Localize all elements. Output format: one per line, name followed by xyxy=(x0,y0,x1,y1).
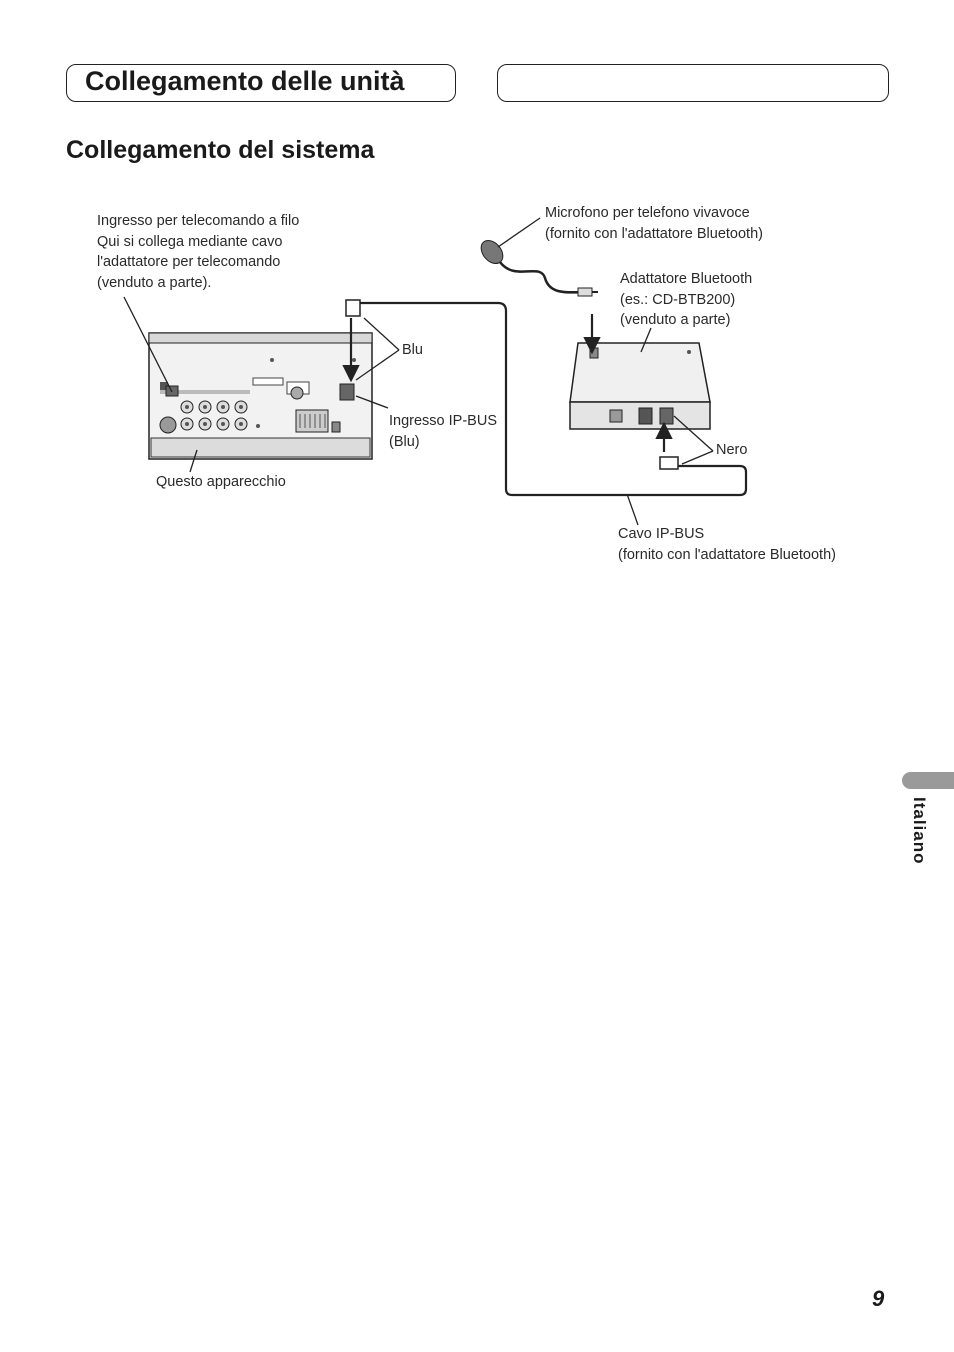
label-this-unit: Questo apparecchio xyxy=(156,474,286,490)
label-nero: Nero xyxy=(716,442,748,458)
microphone-illustration xyxy=(480,239,598,297)
label-microphone: Microfono per telefono vivavoce (fornito… xyxy=(545,205,763,242)
bluetooth-adapter-illustration xyxy=(569,342,711,430)
language-label: Italiano xyxy=(910,797,929,865)
label-ip-bus-input: Ingresso IP-BUS (Blu) xyxy=(389,413,497,450)
head-unit-illustration xyxy=(148,332,373,460)
language-tab xyxy=(902,772,954,789)
header-blank-box xyxy=(497,64,889,102)
label-remote-input: Ingresso per telecomando a filo Qui si c… xyxy=(97,213,300,291)
page-number: 9 xyxy=(872,1286,885,1311)
label-blu: Blu xyxy=(402,342,423,358)
chapter-title-box: Collegamento delle unità xyxy=(66,64,456,102)
label-ip-bus-cable: Cavo IP-BUS (fornito con l'adattatore Bl… xyxy=(618,526,836,563)
section-title: Collegamento del sistema xyxy=(66,136,375,164)
ip-bus-cable-illustration xyxy=(345,299,748,497)
label-bluetooth-adapter: Adattatore Bluetooth (es.: CD-BTB200) (v… xyxy=(620,271,753,328)
chapter-title: Collegamento delle unità xyxy=(85,66,405,96)
